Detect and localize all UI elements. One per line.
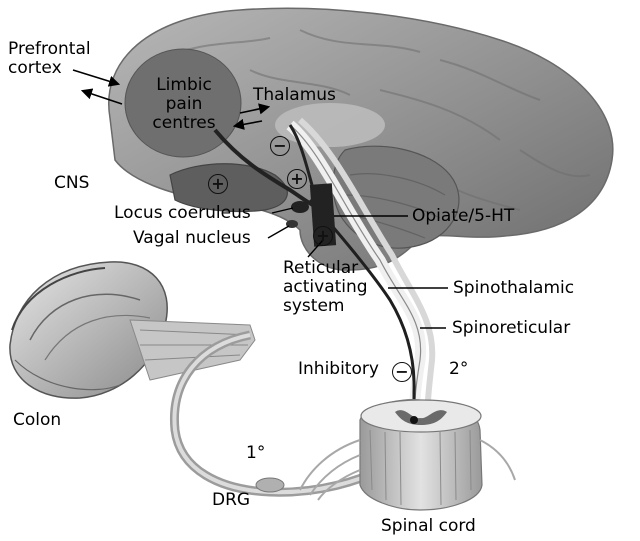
plus-symbol-brainstem: + <box>287 169 307 189</box>
label-colon: Colon <box>13 410 62 430</box>
label-line: Prefrontal <box>8 39 91 59</box>
label-line: centres <box>152 113 216 134</box>
arrow-thalamus-to-limbic <box>232 118 263 130</box>
spinal-cord-section <box>299 399 516 511</box>
label-spinoreticular: Spinoreticular <box>452 318 571 338</box>
label-line: activating <box>283 277 368 298</box>
temporal-lobe <box>169 163 288 213</box>
mesentery-nerves <box>129 319 256 381</box>
limbic-region <box>124 48 242 158</box>
label-line: cortex <box>8 58 62 79</box>
cerebellum <box>332 145 460 249</box>
leader-locus-coeruleus <box>271 207 294 214</box>
arrow-prefrontal-to-limbic <box>72 69 121 87</box>
spinal-tract-second <box>298 117 436 421</box>
locus-coeruleus-nucleus <box>291 201 309 213</box>
label-spinal-cord: Spinal cord <box>381 516 476 536</box>
label-inhibitory: Inhibitory <box>298 359 379 379</box>
label-cns: CNS <box>54 173 90 193</box>
minus-symbol-thalamic: − <box>270 136 290 156</box>
label-vagal-nucleus: Vagal nucleus <box>133 228 251 248</box>
plus-symbol-limbic: + <box>208 174 228 194</box>
plus-symbol-reticular: + <box>313 226 333 246</box>
drg-ganglion <box>255 477 285 493</box>
minus-symbol-inhibitory: − <box>392 362 412 382</box>
label-locus-coeruleus: Locus coeruleus <box>114 203 251 223</box>
arrow-limbic-to-thalamus <box>239 103 271 115</box>
label-second-order: 2° <box>449 359 469 379</box>
label-line: system <box>283 296 345 317</box>
label-thalamus: Thalamus <box>253 85 336 105</box>
label-line: Limbic <box>156 75 212 95</box>
label-drg: DRG <box>212 490 251 510</box>
label-line: pain <box>165 94 203 115</box>
descending-inhibitory-pathway <box>308 199 416 418</box>
label-opiate-5ht: Opiate/5-HT <box>412 206 515 226</box>
leader-vagal <box>267 225 290 239</box>
label-line: Reticular <box>283 258 359 278</box>
spinal-tract-outline <box>289 124 422 419</box>
label-first-order: 1° <box>246 443 266 463</box>
label-spinothalamic: Spinothalamic <box>453 278 575 298</box>
arrow-limbic-to-prefrontal <box>80 88 123 105</box>
